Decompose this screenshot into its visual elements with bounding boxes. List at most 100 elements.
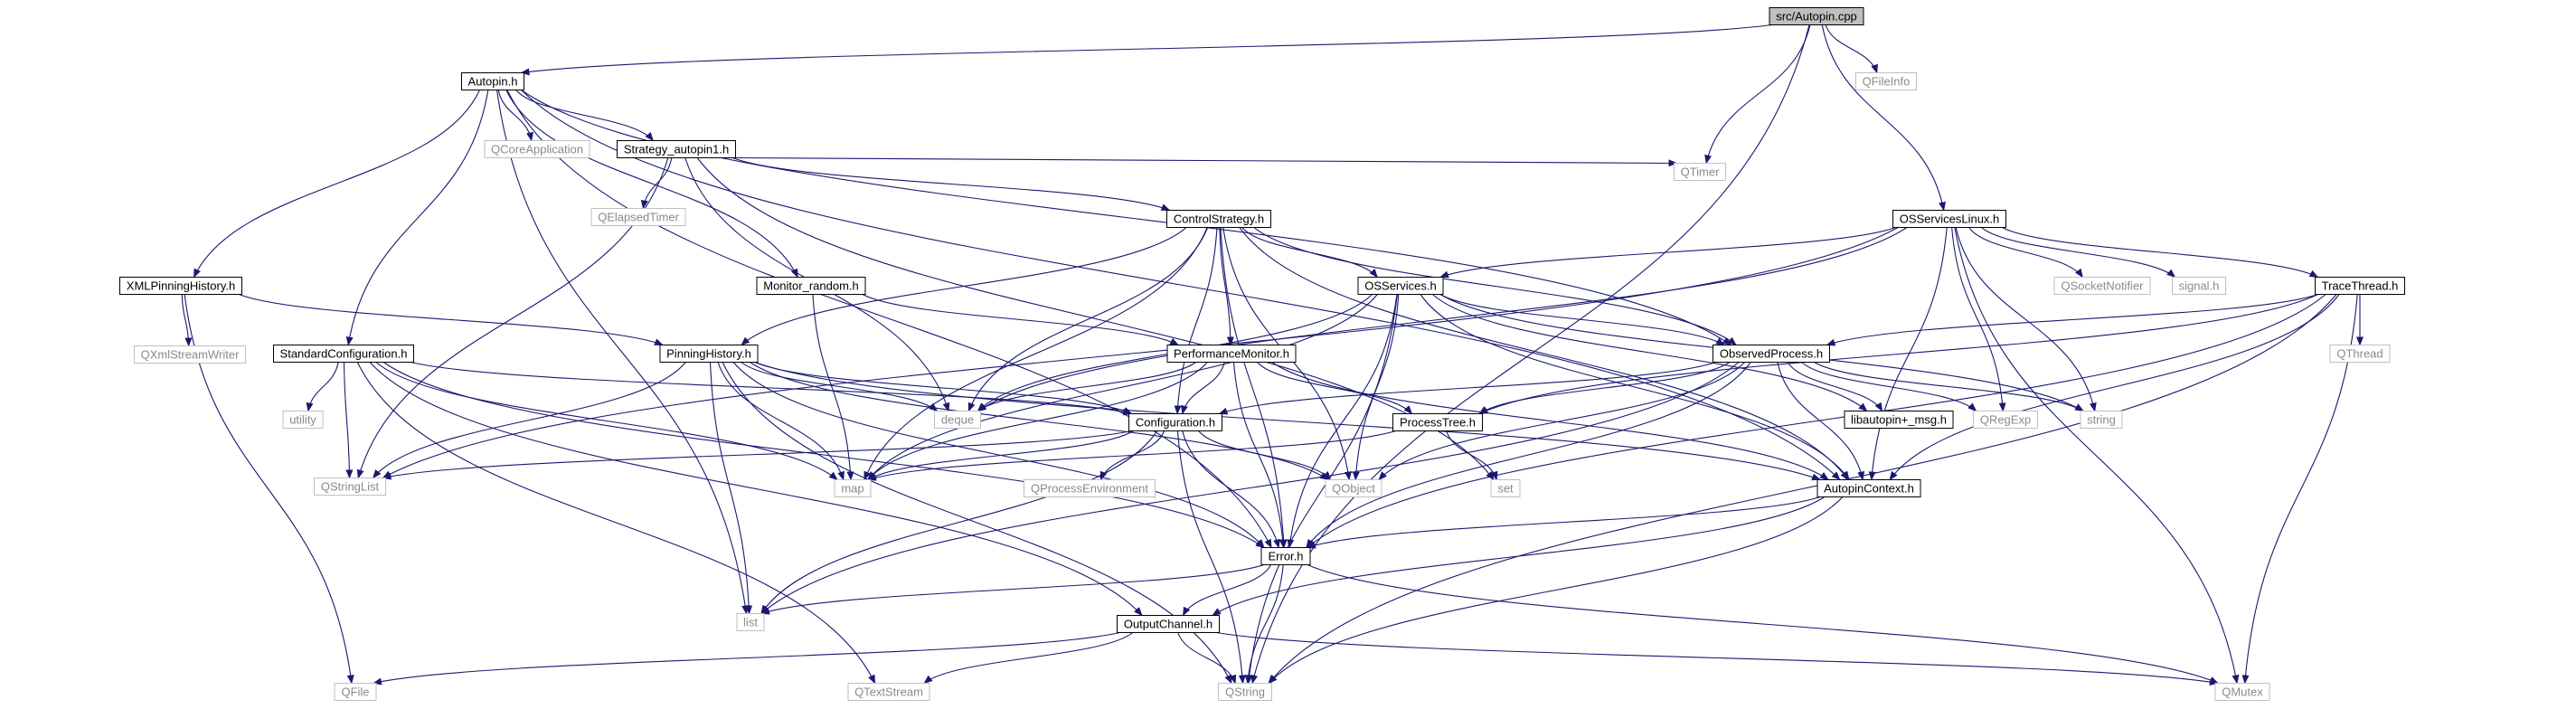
node-box xyxy=(461,72,524,90)
node-utility: utility xyxy=(282,411,324,429)
edge-configuration-h-to-qstring xyxy=(1176,430,1246,685)
node-deque: deque xyxy=(934,411,981,429)
node-osservices-h[interactable]: OSServices.h xyxy=(1357,277,1444,295)
node-strategy-autopin1-h[interactable]: Strategy_autopin1.h xyxy=(617,140,736,158)
edge-osserviceslinux-h-to-string xyxy=(1955,227,2097,412)
node-box xyxy=(1892,210,2006,228)
edge-strategy-autopin1-h-to-qelapsedtimer xyxy=(640,157,673,210)
node-configuration-h[interactable]: Configuration.h xyxy=(1128,413,1222,431)
node-label: StandardConfiguration.h xyxy=(280,347,408,361)
edge-pinninghistory-h-to-map xyxy=(717,362,845,481)
node-label: QMutex xyxy=(2222,685,2263,699)
edge-observedprocess-h-to-qregexp xyxy=(1801,362,1977,412)
node-standardconfiguration-h[interactable]: StandardConfiguration.h xyxy=(273,345,414,363)
node-box xyxy=(1769,7,1864,25)
edge-osservices-h-to-map xyxy=(867,294,1378,481)
node-box xyxy=(847,683,930,701)
node-performancemonitor-h[interactable]: PerformanceMonitor.h xyxy=(1166,345,1297,363)
edge-monitor-random-h-to-map xyxy=(812,294,854,481)
node-pinninghistory-h[interactable]: PinningHistory.h xyxy=(659,345,759,363)
node-box xyxy=(1024,479,1156,497)
edge-controlstrategy-h-to-performancemonitor-h xyxy=(1219,227,1234,346)
node-label: Autopin.h xyxy=(468,75,518,89)
node-label: XMLPinningHistory.h xyxy=(127,279,235,293)
edge-controlstrategy-h-to-error-h xyxy=(1220,227,1288,549)
edge-pinninghistory-h-to-list xyxy=(709,362,753,615)
node-map: map xyxy=(834,479,872,497)
node-label: QString xyxy=(1225,685,1265,699)
edge-strategy-autopin1-h-to-qstringlist xyxy=(356,157,669,479)
node-observedprocess-h[interactable]: ObservedProcess.h xyxy=(1713,345,1830,363)
edge-configuration-h-to-error-h xyxy=(1182,430,1280,549)
edge-standardconfiguration-h-to-error-h xyxy=(382,362,1265,549)
node-box xyxy=(2053,277,2151,295)
node-qregexp: QRegExp xyxy=(1973,411,2038,429)
edge-processtree-h-to-set xyxy=(1446,430,1498,481)
edge-xmlpinninghistory-h-to-qxmlstreamwriter xyxy=(181,294,193,347)
edge-autopin-h-to-list xyxy=(495,90,750,615)
node-label: src/Autopin.cpp xyxy=(1776,10,1857,24)
node-controlstrategy-h[interactable]: ControlStrategy.h xyxy=(1166,210,1271,228)
node-autopin-h[interactable]: Autopin.h xyxy=(461,72,524,90)
node-xmlpinninghistory-h[interactable]: XMLPinningHistory.h xyxy=(119,277,242,295)
node-box xyxy=(590,208,686,226)
edge-error-h-to-qstring xyxy=(1244,564,1284,685)
node-label: utility xyxy=(289,413,316,427)
edge-autopin-h-to-autopincontext-h xyxy=(521,90,1841,481)
node-box xyxy=(2329,345,2391,363)
node-box xyxy=(1816,479,1921,497)
node-outputchannel-h[interactable]: OutputChannel.h xyxy=(1117,615,1220,633)
node-monitor-random-h[interactable]: Monitor_random.h xyxy=(756,277,866,295)
node-libautopin-msg-h[interactable]: libautopin+_msg.h xyxy=(1844,411,1954,429)
node-tracethread-h[interactable]: TraceThread.h xyxy=(2315,277,2405,295)
edge-performancemonitor-h-to-autopincontext-h xyxy=(1271,362,1829,481)
edge-autopin-cpp-to-qtimer xyxy=(1704,24,1811,165)
node-error-h[interactable]: Error.h xyxy=(1260,547,1311,565)
edge-autopin-cpp-to-osserviceslinux-h xyxy=(1821,24,1946,212)
node-label: AutopinContext.h xyxy=(1824,482,1914,496)
edge-outputchannel-h-to-qstring xyxy=(1177,632,1237,685)
edge-controlstrategy-h-to-observedprocess-h xyxy=(1253,227,1737,346)
node-label: Configuration.h xyxy=(1136,416,1215,430)
node-qxmlstreamwriter: QXmlStreamWriter xyxy=(134,345,246,364)
edge-pinninghistory-h-to-qstringlist xyxy=(373,362,686,479)
edge-observedprocess-h-to-configuration-h xyxy=(1218,361,1716,415)
node-processtree-h[interactable]: ProcessTree.h xyxy=(1392,413,1483,431)
edge-standardconfiguration-h-to-outputchannel-h xyxy=(369,362,1143,617)
node-box xyxy=(1325,479,1382,497)
edge-performancemonitor-h-to-error-h xyxy=(1232,362,1287,549)
node-label: QStringList xyxy=(321,480,380,494)
node-qelapsedtimer: QElapsedTimer xyxy=(590,208,686,226)
node-osserviceslinux-h[interactable]: OSServicesLinux.h xyxy=(1892,210,2006,228)
node-label: OSServices.h xyxy=(1364,279,1436,293)
node-box xyxy=(2172,277,2226,295)
node-box xyxy=(736,613,765,631)
node-autopincontext-h[interactable]: AutopinContext.h xyxy=(1816,479,1921,497)
edge-autopin-h-to-strategy-autopin1-h xyxy=(515,90,654,142)
node-set: set xyxy=(1490,479,1521,497)
edge-pinninghistory-h-to-qstring xyxy=(722,362,1232,685)
node-label: string xyxy=(2087,413,2116,427)
edge-autopin-cpp-to-autopin-h xyxy=(520,24,1773,76)
edge-error-h-to-list xyxy=(760,563,1265,615)
node-box xyxy=(484,140,590,158)
node-qfileinfo: QFileInfo xyxy=(1855,72,1917,90)
node-qobject: QObject xyxy=(1325,479,1382,497)
node-label: OSServicesLinux.h xyxy=(1900,213,2000,226)
edge-error-h-to-qmutex xyxy=(1307,563,2219,685)
node-qprocessenvironment: QProcessEnvironment xyxy=(1024,479,1156,497)
edge-processtree-h-to-map xyxy=(867,430,1396,481)
node-box xyxy=(1392,413,1483,431)
edge-observedprocess-h-to-processtree-h xyxy=(1478,362,1731,415)
node-label: Monitor_random.h xyxy=(763,279,859,293)
edge-tracethread-h-to-qmutex xyxy=(2241,294,2358,685)
node-box xyxy=(834,479,872,497)
node-box xyxy=(1674,163,1726,181)
edge-pinninghistory-h-to-autopincontext-h xyxy=(754,361,1821,481)
edge-autopin-h-to-xmlpinninghistory-h xyxy=(193,90,480,279)
edge-controlstrategy-h-to-autopincontext-h xyxy=(1239,227,1849,481)
edge-performancemonitor-h-to-map xyxy=(867,362,1208,481)
node-label: signal.h xyxy=(2179,279,2220,293)
edge-standardconfiguration-h-to-utility xyxy=(306,362,339,412)
edge-autopincontext-h-to-qstring xyxy=(1268,496,1844,685)
